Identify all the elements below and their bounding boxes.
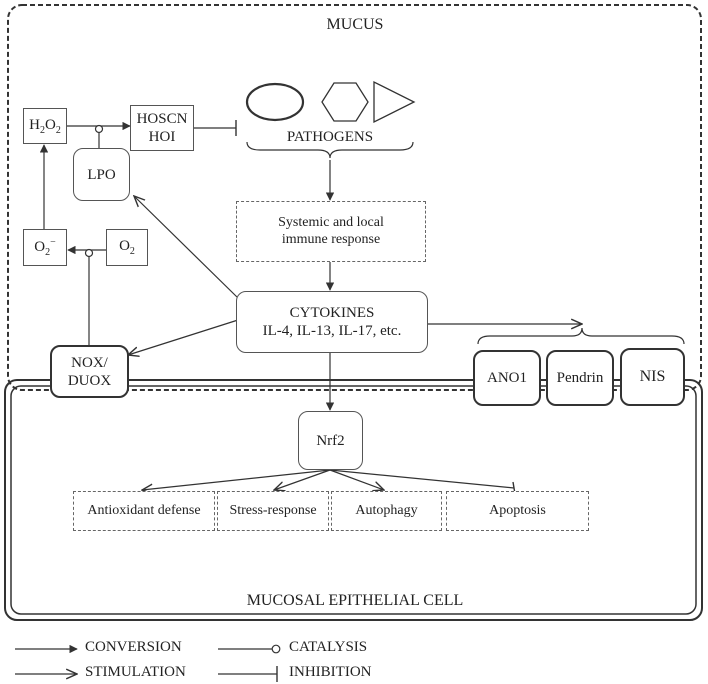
apoptosis-label: Apoptosis xyxy=(489,502,546,518)
node-immune-response: Systemic and local immune response xyxy=(236,201,426,262)
node-hoscn-hoi: HOSCN HOI xyxy=(130,105,194,151)
nox-line2: DUOX xyxy=(67,372,112,389)
pendrin-label: Pendrin xyxy=(556,370,604,386)
stress-label: Stress-response xyxy=(229,502,317,518)
node-nrf2: Nrf2 xyxy=(298,411,363,470)
transporters-brace xyxy=(477,327,685,345)
legend-catalysis-label: CATALYSIS xyxy=(289,639,368,655)
ano1-label: ANO1 xyxy=(487,370,527,386)
inhibition-nrf2-apoptosis xyxy=(329,469,515,489)
node-pendrin: Pendrin xyxy=(546,350,614,406)
mucus-label: MUCUS xyxy=(326,16,384,33)
autophagy-label: Autophagy xyxy=(355,502,418,518)
catalysis-circle-nox xyxy=(84,248,94,258)
cell-label: MUCOSAL EPITHELIAL CELL xyxy=(246,592,464,609)
hoscn-line2: HOI xyxy=(148,129,176,145)
o2-text: O2 xyxy=(119,238,135,257)
node-apoptosis: Apoptosis xyxy=(446,491,589,531)
triangle-pathogen-shape xyxy=(373,80,416,124)
legend-catalysis-circle xyxy=(271,644,281,654)
immune-line1: Systemic and local xyxy=(278,214,384,230)
hexagon-pathogen-shape xyxy=(321,82,369,122)
hoscn-line1: HOSCN xyxy=(136,111,188,127)
node-stress-response: Stress-response xyxy=(217,491,329,531)
cytokines-line2: IL-4, IL-13, IL-17, etc. xyxy=(262,323,402,339)
pathogens-label: PATHOGENS xyxy=(286,129,374,145)
nox-line1: NOX/ xyxy=(71,354,108,371)
nrf2-label: Nrf2 xyxy=(316,432,345,449)
node-antioxidant-defense: Antioxidant defense xyxy=(73,491,215,531)
catalysis-circle-lpo xyxy=(94,124,104,134)
nis-label: NIS xyxy=(639,368,666,386)
legend-inhibition-label: INHIBITION xyxy=(289,664,372,680)
node-o2: O2 xyxy=(106,229,148,266)
cytokines-line1: CYTOKINES xyxy=(289,305,375,321)
antioxidant-label: Antioxidant defense xyxy=(87,502,201,518)
ellipse-pathogen-shape xyxy=(245,82,305,122)
legend-stimulation-label: STIMULATION xyxy=(85,664,186,680)
mucus-region xyxy=(7,4,702,391)
arrow-nrf2-autophagy xyxy=(329,469,384,490)
pathogens-brace xyxy=(246,141,414,159)
legend-conversion-label: CONVERSION xyxy=(85,639,182,655)
node-h2o2: H2O2 xyxy=(23,108,67,144)
node-cytokines: CYTOKINES IL-4, IL-13, IL-17, etc. xyxy=(236,291,428,353)
cell-region-inner xyxy=(10,385,697,615)
node-ano1: ANO1 xyxy=(473,350,541,406)
immune-line2: immune response xyxy=(281,231,381,247)
cell-region-outer xyxy=(4,379,703,621)
o2-radical-text: O2− xyxy=(34,236,56,258)
arrow-nrf2-stress xyxy=(274,469,331,490)
lpo-label: LPO xyxy=(87,166,116,183)
stimulation-cytokines-lpo xyxy=(134,196,239,299)
node-o2-radical: O2− xyxy=(23,229,67,266)
h2o2-text: H2O2 xyxy=(29,116,61,136)
node-lpo: LPO xyxy=(73,148,130,201)
node-autophagy: Autophagy xyxy=(331,491,442,531)
node-nis: NIS xyxy=(620,348,685,406)
arrow-nrf2-antioxidant xyxy=(142,469,331,490)
stimulation-cytokines-nox xyxy=(128,319,239,355)
node-nox-duox: NOX/ DUOX xyxy=(50,345,129,398)
